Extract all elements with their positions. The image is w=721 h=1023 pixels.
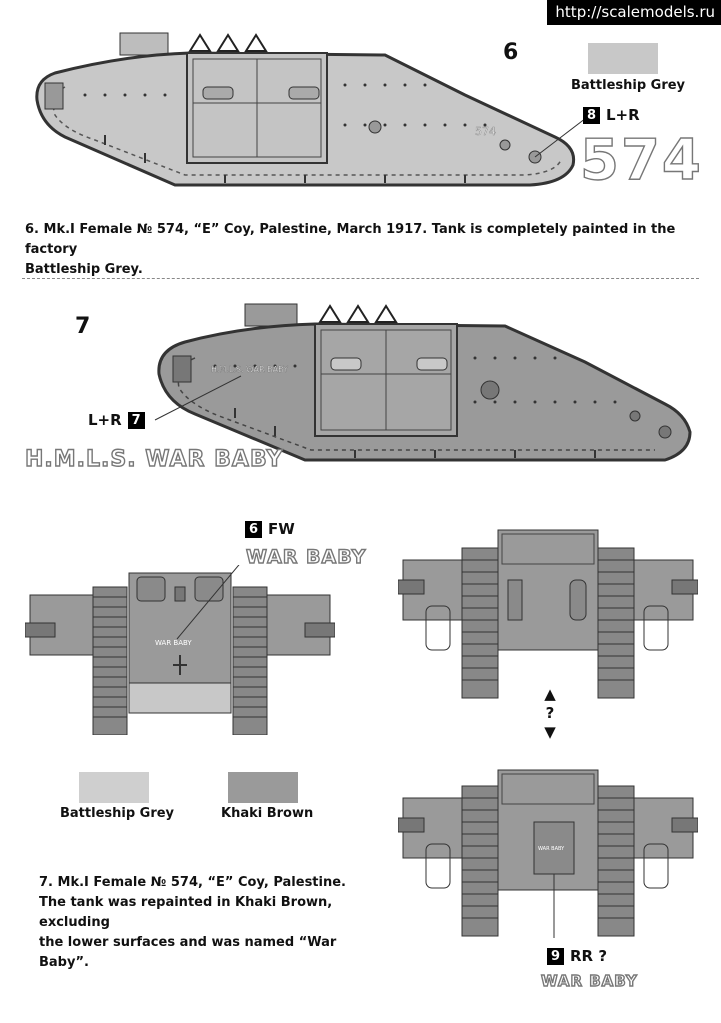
arrow-down-icon: ▼	[544, 723, 556, 741]
legend-label-battleship-grey: Battleship Grey	[60, 806, 175, 821]
caption-6-line-1: 6. Mk.I Female № 574, “E” Coy, Palestine…	[25, 222, 676, 257]
decal-tag-9: 9 RR ?	[547, 947, 607, 965]
hull-number-574: 574	[475, 125, 496, 138]
tank-rear-view-top	[398, 529, 698, 699]
decal-position: L+R	[606, 106, 640, 124]
arrow-up-icon: ▲	[544, 685, 556, 703]
front-war-baby-marking: WAR BABY	[155, 639, 192, 647]
decal-id: 7	[127, 411, 145, 429]
tank-front-view: WAR BABY	[25, 565, 335, 735]
rear-war-baby-marking: WAR BABY	[538, 846, 565, 852]
legend-label-khaki-brown: Khaki Brown	[221, 806, 314, 821]
hull-marking-war-baby: H.M.L.S. WAR BABY	[211, 365, 288, 374]
battleship-grey-label: Battleship Grey	[571, 78, 686, 93]
decal-position: L+R	[88, 411, 122, 429]
large-hmls-war-baby-marking: H.M.L.S. WAR BABY	[24, 446, 284, 472]
decal-position: FW	[268, 520, 295, 538]
decal-position: RR ?	[570, 947, 608, 965]
caption-profile-7: 7. Mk.I Female № 574, “E” Coy, Palestine…	[39, 873, 379, 973]
profile-7-number: 7	[75, 314, 91, 339]
watermark-url: http://scalemodels.ru	[547, 0, 721, 25]
large-war-baby-marking-rear: WAR BABY	[540, 971, 638, 990]
decal-tag-8: 8 L+R	[583, 106, 640, 124]
caption-profile-6: 6. Mk.I Female № 574, “E” Coy, Palestine…	[25, 220, 705, 280]
caption-7-line-2: The tank was repainted in Khaki Brown, e…	[39, 895, 333, 930]
question-mark: ?	[545, 704, 555, 722]
battleship-grey-swatch	[588, 43, 658, 74]
tank-profile-7: H.M.L.S. WAR BABY	[154, 303, 692, 462]
decal-tag-7: L+R 7	[88, 411, 145, 429]
caption-7-line-1: 7. Mk.I Female № 574, “E” Coy, Palestine…	[39, 875, 346, 890]
section-divider	[22, 278, 699, 279]
legend-swatch-battleship-grey	[79, 772, 149, 803]
caption-6-line-2: Battleship Grey.	[25, 262, 143, 277]
decal-id: 9	[547, 947, 564, 965]
view-toggle-arrows: ▲ ? ▼	[540, 685, 560, 742]
legend-swatch-khaki-brown	[228, 772, 298, 803]
decal-tag-6: 6 FW	[245, 520, 295, 538]
profile-6-number: 6	[503, 40, 519, 65]
large-war-baby-marking-front: WAR BABY	[245, 545, 367, 568]
decal-id: 8	[583, 106, 600, 124]
tank-profile-6: 574	[35, 32, 591, 187]
decal-id: 6	[245, 520, 262, 538]
caption-7-line-3: the lower surfaces and was named “War Ba…	[39, 935, 337, 970]
large-574-marking: 574	[579, 127, 703, 193]
tank-rear-view-bottom: WAR BABY	[398, 769, 698, 938]
